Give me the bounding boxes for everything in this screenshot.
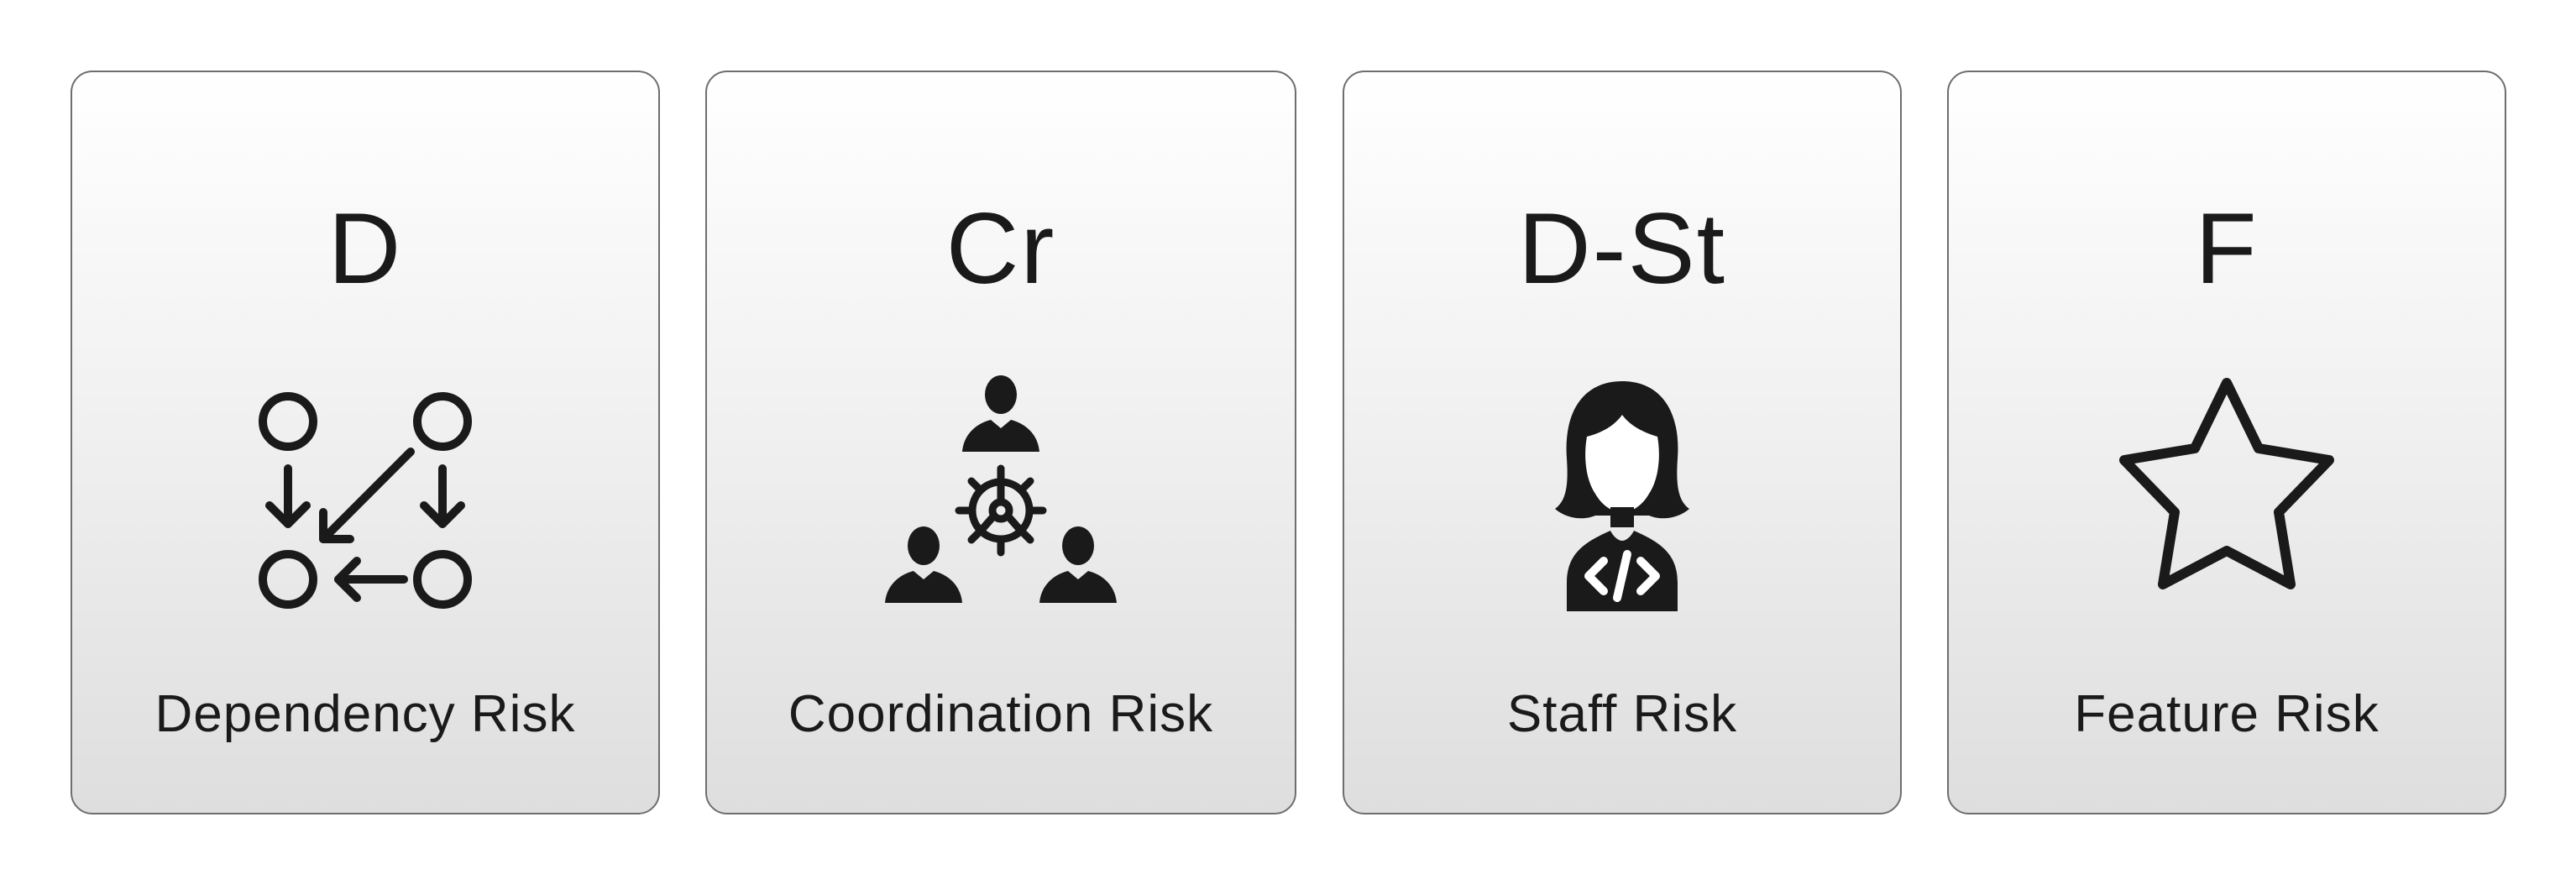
- card-abbreviation: Cr: [945, 192, 1056, 305]
- team-coordination-icon: [875, 374, 1127, 626]
- risk-card-feature: F Feature Risk: [1947, 71, 2506, 814]
- risk-card-coordination: Cr: [705, 71, 1296, 814]
- card-label: Staff Risk: [1506, 685, 1738, 743]
- card-label: Coordination Risk: [788, 685, 1214, 743]
- developer-woman-icon: [1496, 374, 1748, 626]
- card-abbreviation: D: [327, 192, 403, 305]
- risk-card-staff: D-St Staff Risk: [1343, 71, 1902, 814]
- dependency-graph-icon: [239, 374, 491, 626]
- card-abbreviation: D-St: [1518, 192, 1726, 305]
- card-label: Dependency Risk: [154, 685, 576, 743]
- card-abbreviation: F: [2195, 192, 2259, 305]
- card-label: Feature Risk: [2074, 685, 2380, 743]
- star-outline-icon: [2101, 374, 2353, 626]
- risk-card-dependency: D Dependency Risk: [71, 71, 660, 814]
